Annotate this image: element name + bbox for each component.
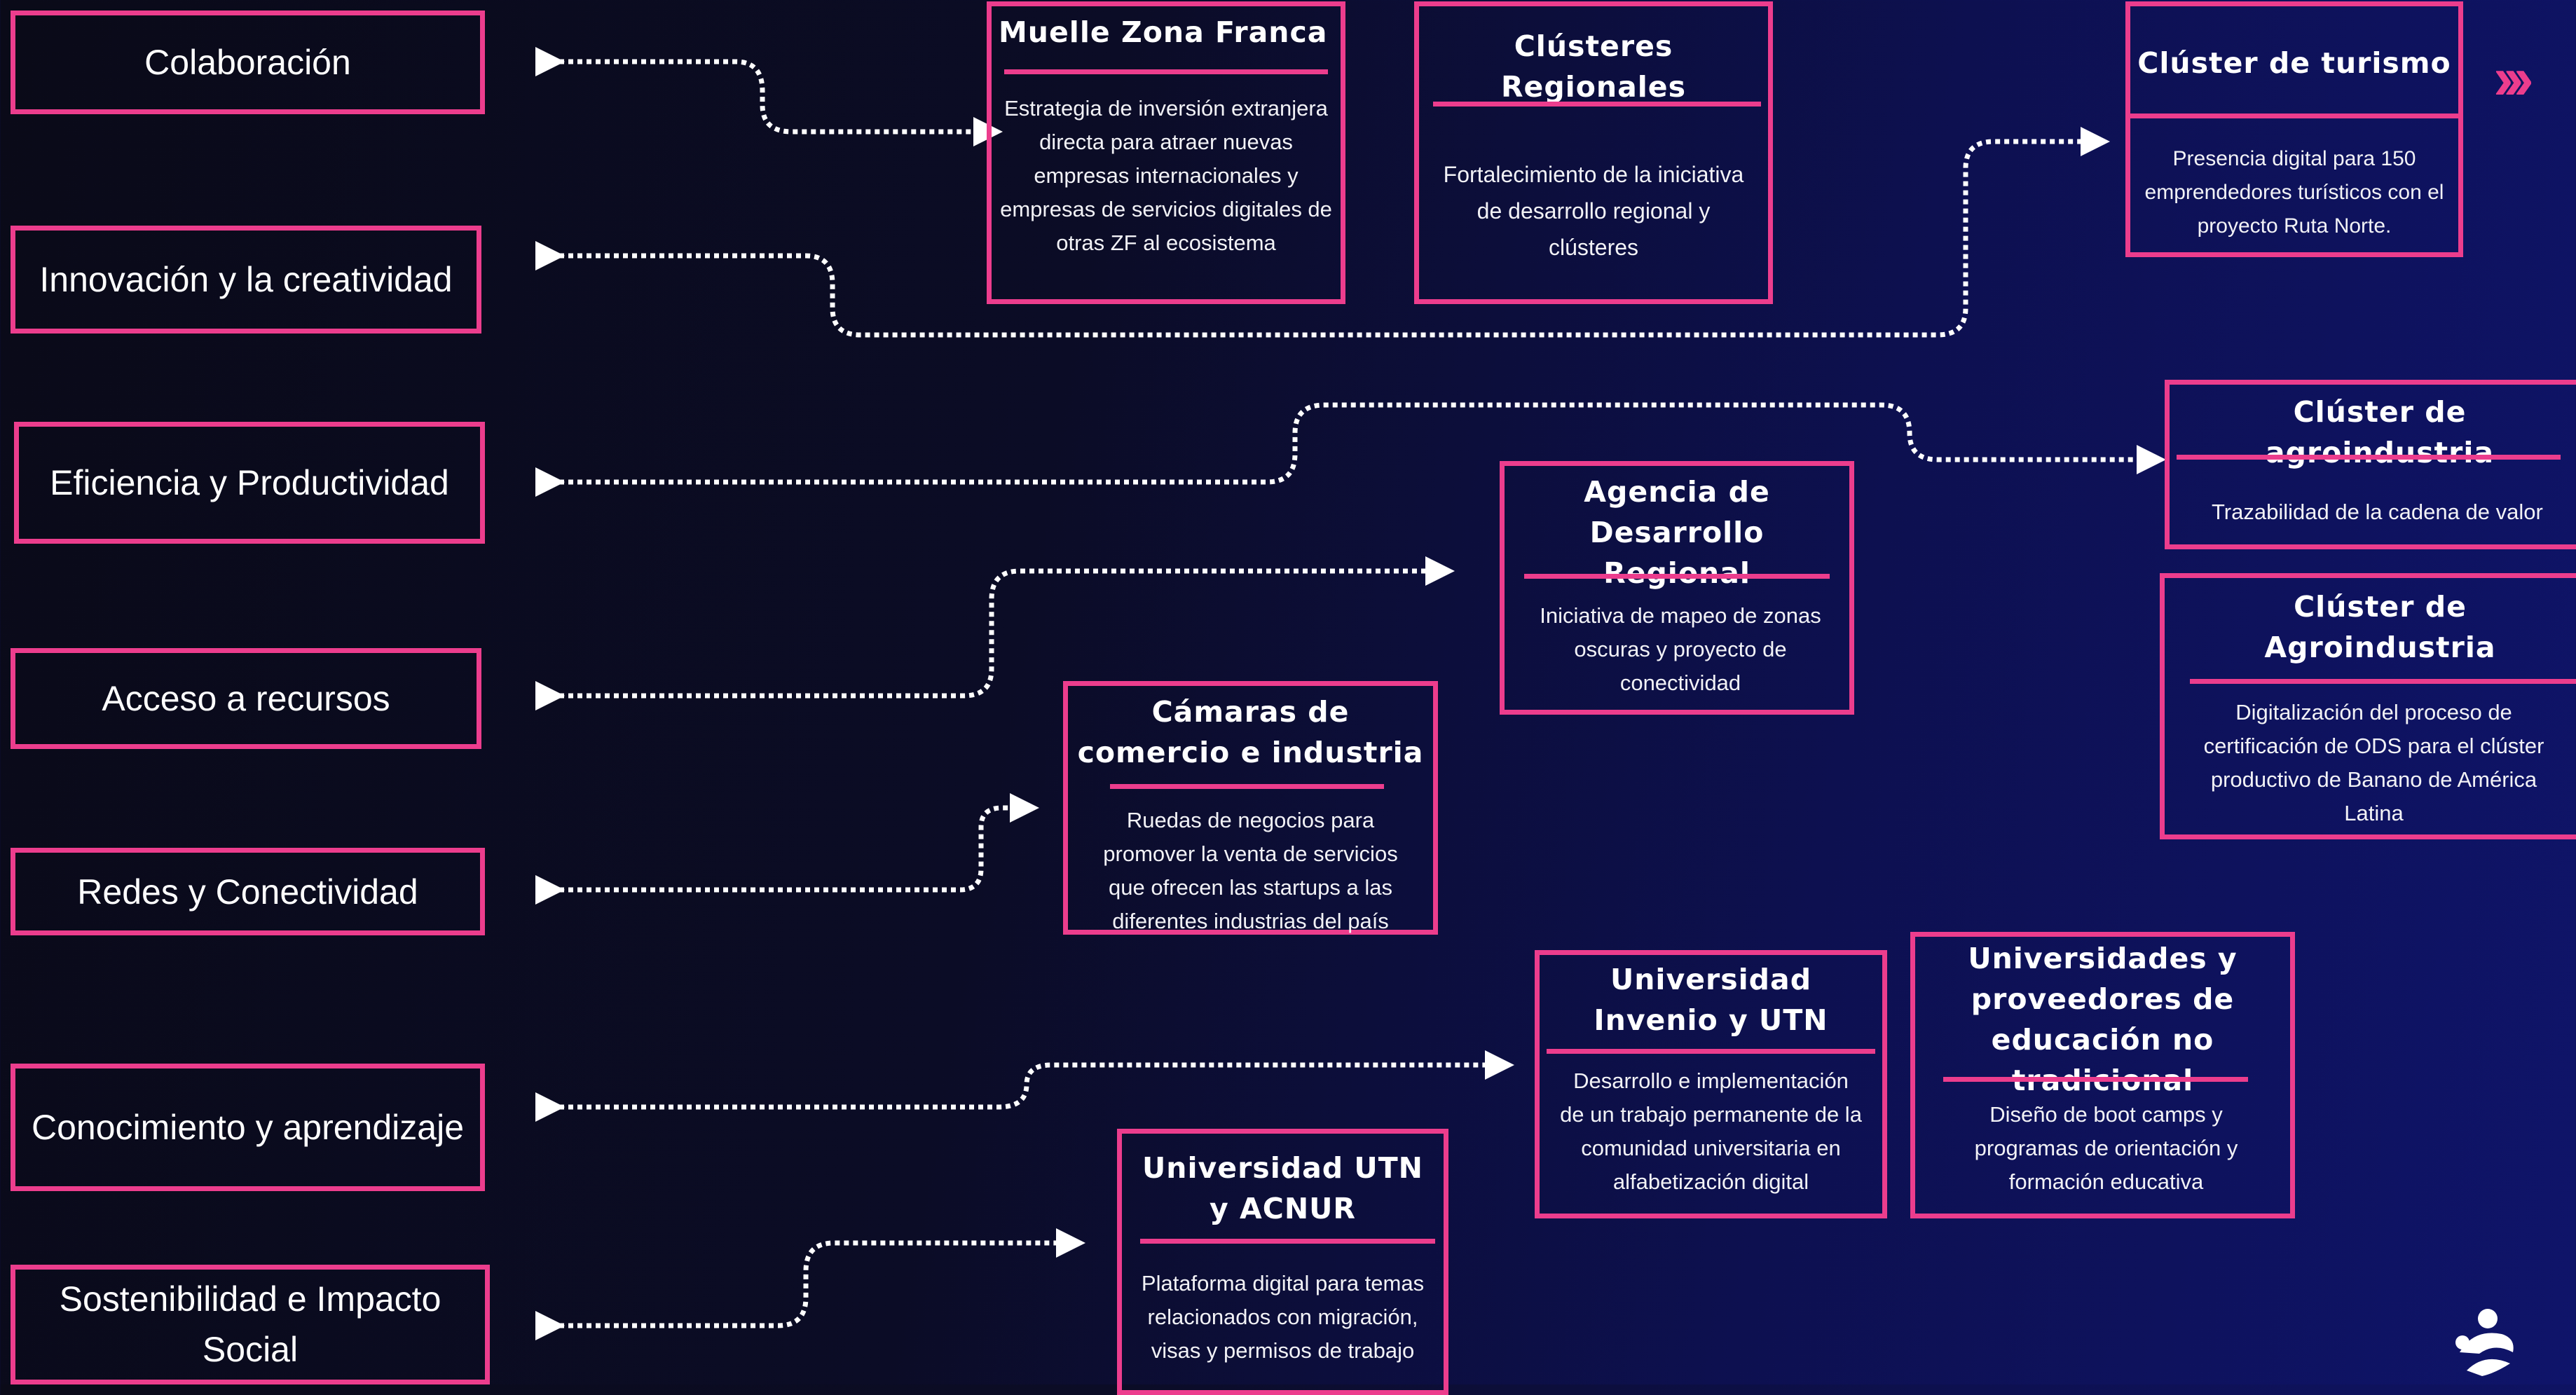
- divider: [1524, 574, 1830, 579]
- card-universidades: Universidades y proveedores de educación…: [1910, 932, 2295, 1218]
- card-description: Fortalecimiento de la iniciativa de desa…: [1443, 162, 1744, 260]
- brand-logo-icon: [2455, 1309, 2514, 1376]
- connector-eficiencia-agro1: [535, 402, 2166, 497]
- card-description: Estrategia de inversión extranjera direc…: [1000, 96, 1332, 255]
- card-agroindustria-ods: Clúster de Agroindustria Digitalización …: [2160, 573, 2576, 839]
- connector-acceso-agencia: [535, 556, 1455, 710]
- card-acnur: Universidad UTN y ACNUR Plataforma digit…: [1117, 1129, 1448, 1395]
- card-title: Clúster de Agroindustria: [2264, 590, 2496, 664]
- card-title: Agencia de Desarrollo Regional: [1584, 475, 1770, 590]
- category-label: Colaboración: [144, 43, 351, 82]
- card-clusteres-regionales: Clústeres Regionales Fortalecimiento de …: [1414, 1, 1773, 304]
- category-label: Innovación y la creatividad: [39, 260, 453, 299]
- card-title: Universidad Invenio y UTN: [1594, 963, 1828, 1037]
- category-label: Redes y Conectividad: [77, 872, 418, 912]
- category-colaboracion: Colaboración: [11, 11, 485, 114]
- card-description: Iniciativa de mapeo de zonas oscuras y p…: [1540, 603, 1821, 695]
- divider: [1110, 784, 1384, 789]
- connector-conocimiento-invenio: [535, 1050, 1514, 1122]
- card-agroindustria-trazabilidad: Clúster de agroindustria Trazabilidad de…: [2165, 380, 2576, 549]
- divider: [1433, 102, 1761, 106]
- card-agencia-desarrollo: Agencia de Desarrollo Regional Iniciativ…: [1500, 461, 1854, 715]
- card-title: Cámaras de comercio e industria: [1077, 695, 1424, 769]
- card-description: Digitalización del proceso de certificac…: [2203, 700, 2544, 825]
- card-description: Plataforma digital para temas relacionad…: [1141, 1271, 1425, 1363]
- card-description: Desarrollo e implementación de un trabaj…: [1560, 1068, 1862, 1194]
- category-eficiencia: Eficiencia y Productividad: [14, 422, 485, 544]
- card-title: Universidades y proveedores de educación…: [1968, 942, 2238, 1097]
- category-redes: Redes y Conectividad: [11, 848, 485, 935]
- card-description: Presencia digital para 150 emprendedores…: [2144, 147, 2444, 238]
- divider: [1943, 1077, 2248, 1082]
- divider: [1004, 69, 1328, 74]
- category-label: Acceso a recursos: [102, 679, 390, 718]
- card-title: Muelle Zona Franca: [999, 15, 1328, 49]
- connector-innovacion-turismo: [535, 127, 2110, 338]
- connector-redes-camaras: [535, 793, 1039, 905]
- card-muelle: Muelle Zona Franca Estrategia de inversi…: [987, 1, 1345, 304]
- category-innovacion: Innovación y la creatividad: [11, 226, 481, 334]
- divider: [1547, 1049, 1875, 1054]
- card-turismo: Clúster de turismo Presencia digital par…: [2125, 1, 2463, 257]
- category-sostenibilidad: Sostenibilidad e Impacto Social: [11, 1265, 490, 1384]
- card-title: Clústeres Regionales: [1500, 29, 1687, 104]
- divider: [2130, 114, 2458, 118]
- card-title: Clúster de turismo: [2137, 46, 2451, 80]
- card-description: Trazabilidad de la cadena de valor: [2212, 500, 2543, 524]
- card-title: Universidad UTN y ACNUR: [1142, 1151, 1423, 1225]
- card-camaras: Cámaras de comercio e industria Ruedas d…: [1063, 681, 1438, 935]
- category-conocimiento: Conocimiento y aprendizaje: [11, 1064, 485, 1191]
- triple-chevron-right-icon: ›››: [2493, 45, 2534, 112]
- divider: [2177, 455, 2561, 460]
- connector-colaboracion-muelle: [535, 47, 1003, 146]
- category-label: Conocimiento y aprendizaje: [31, 1108, 465, 1147]
- card-description: Ruedas de negocios para promover la vent…: [1103, 808, 1398, 933]
- connector-sostenibilidad-acnur: [535, 1228, 1085, 1340]
- divider: [1140, 1239, 1435, 1244]
- card-description: Diseño de boot camps y programas de orie…: [1974, 1102, 2238, 1194]
- category-label: Eficiencia y Productividad: [50, 463, 449, 502]
- card-title: Clúster de agroindustria: [2265, 395, 2495, 469]
- card-invenio: Universidad Invenio y UTN Desarrollo e i…: [1535, 950, 1887, 1218]
- category-acceso: Acceso a recursos: [11, 648, 481, 749]
- divider: [2190, 679, 2576, 684]
- category-label: Sostenibilidad e Impacto Social: [59, 1279, 441, 1369]
